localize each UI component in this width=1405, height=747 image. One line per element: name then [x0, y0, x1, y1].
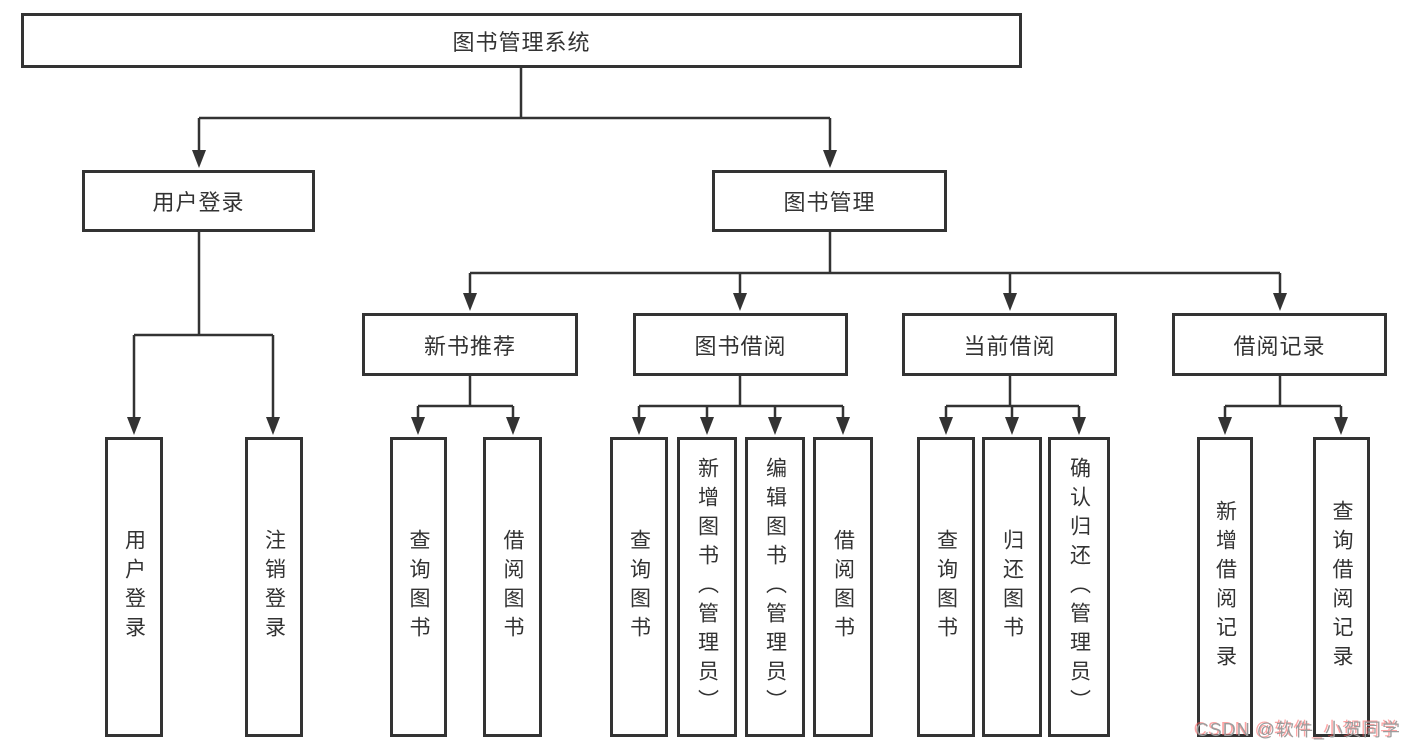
leaf-logout-login: 注销登录	[245, 437, 303, 737]
node-user-login: 用户登录	[82, 170, 315, 232]
node-current-borrow: 当前借阅	[902, 313, 1117, 376]
leaf-add-borrow-record: 新增借阅记录	[1197, 437, 1253, 737]
node-book-management: 图书管理	[712, 170, 947, 232]
leaf-query-book-current: 查询图书	[917, 437, 975, 737]
leaf-query-book-borrow: 查询图书	[610, 437, 668, 737]
leaf-borrow-book: 借阅图书	[813, 437, 873, 737]
leaf-borrow-book-recommend: 借阅图书	[483, 437, 542, 737]
leaf-return-book: 归还图书	[982, 437, 1042, 737]
node-new-book-recommend: 新书推荐	[362, 313, 578, 376]
leaf-user-login: 用户登录	[105, 437, 163, 737]
leaf-edit-book-admin: 编辑图书（管理员）	[745, 437, 805, 737]
leaf-query-book-recommend: 查询图书	[390, 437, 447, 737]
node-root: 图书管理系统	[21, 13, 1022, 68]
leaf-add-book-admin: 新增图书（管理员）	[677, 437, 737, 737]
csdn-watermark: CSDN @软件_小贺同学	[1195, 720, 1401, 740]
node-borrow-records: 借阅记录	[1172, 313, 1387, 376]
leaf-confirm-return-admin: 确认归还（管理员）	[1048, 437, 1110, 737]
node-book-borrow: 图书借阅	[633, 313, 848, 376]
leaf-query-borrow-record: 查询借阅记录	[1313, 437, 1370, 737]
